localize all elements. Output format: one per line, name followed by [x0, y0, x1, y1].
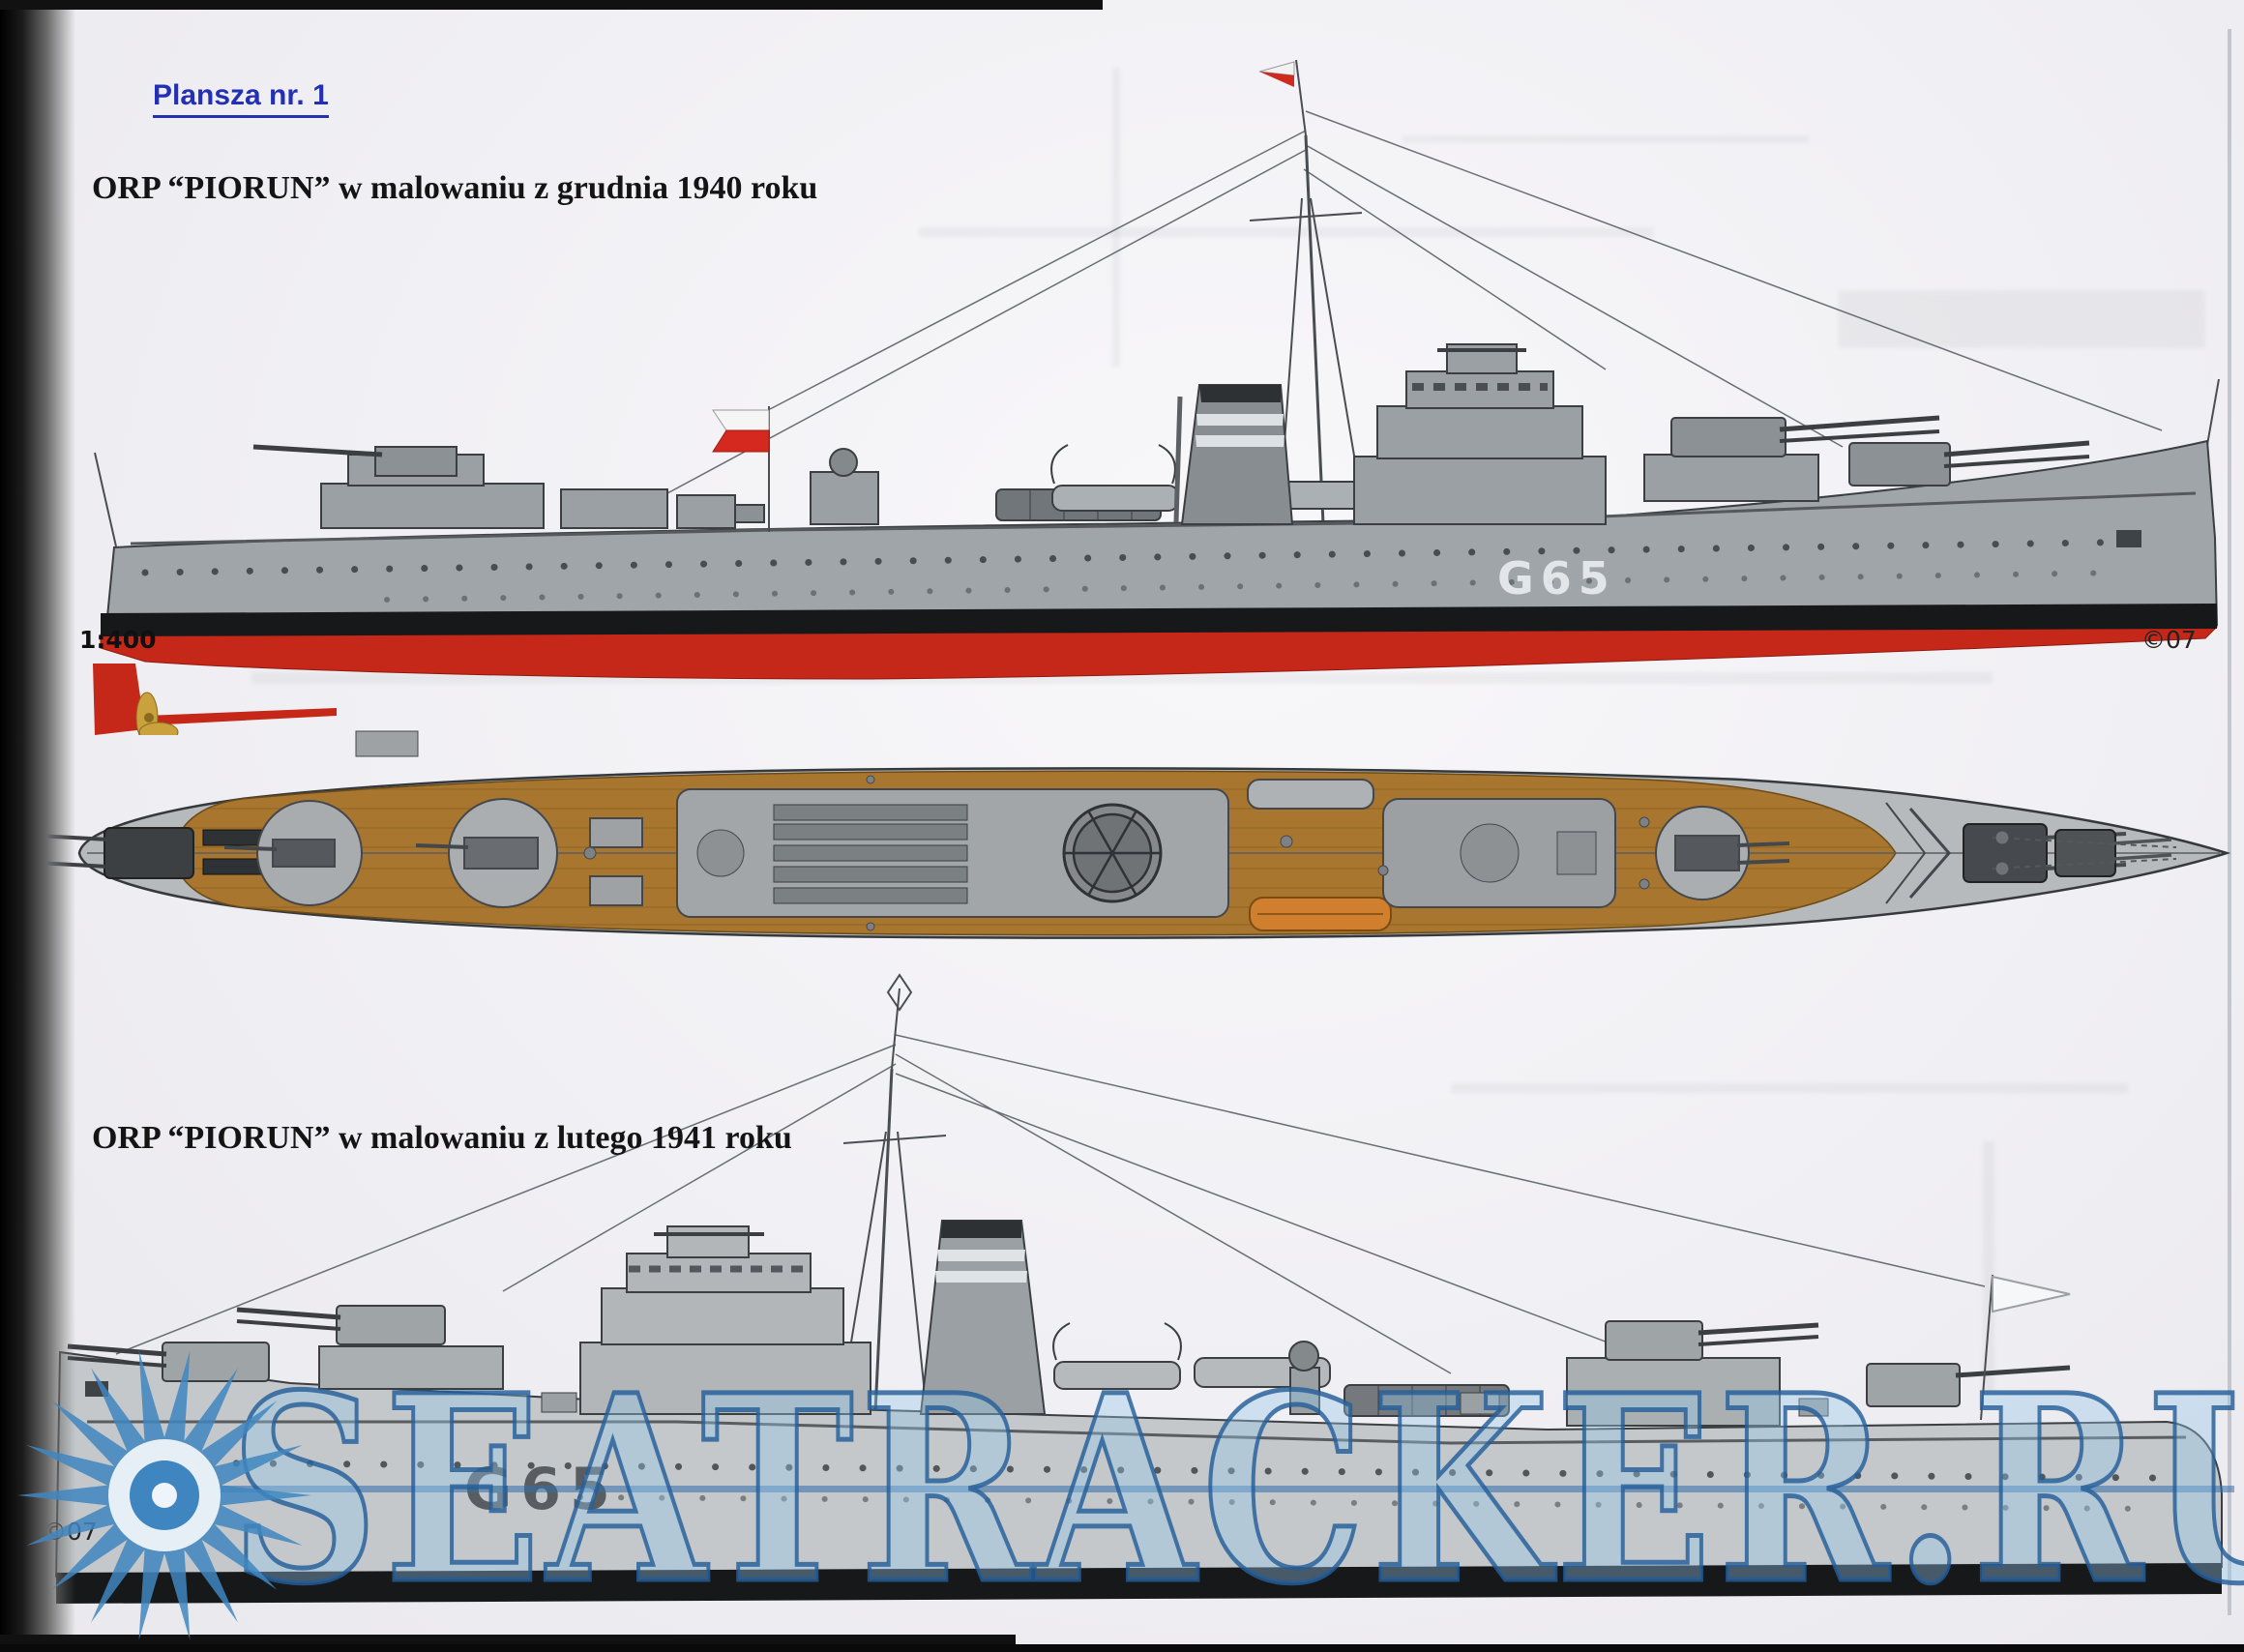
deck-clutter [541, 1392, 1829, 1417]
bridge-plan [1382, 798, 1616, 908]
porthole-row [141, 538, 2161, 576]
searchlight-platform [810, 448, 879, 525]
ship-profile-1940-drawing: G65 1:400 ©07 [79, 59, 2220, 735]
anchor-chain [1992, 858, 2177, 870]
bow-jackstaff [2206, 378, 2220, 446]
bleedthrough-ghost [1838, 290, 2205, 348]
stern-flagstaff [94, 452, 117, 547]
polish-ensign-flag [712, 406, 770, 532]
rudder [93, 664, 145, 735]
bleedthrough-ghost [1402, 135, 1809, 143]
bleedthrough-ghost [1983, 1141, 1994, 1393]
heading-1940-scheme: ORP “PIORUN” w malowaniu z grudnia 1940 … [92, 170, 818, 206]
forward-gun-mounts [67, 1305, 504, 1390]
bridge [579, 1225, 871, 1415]
bleedthrough-ghost [1451, 1083, 2128, 1093]
scan-edge-top [0, 0, 1103, 10]
propeller [135, 692, 179, 735]
scale-label: 1:400 [79, 626, 157, 654]
boot-stripe [101, 604, 2217, 636]
plate-label: Plansza nr. 1 [153, 79, 329, 118]
book-binding-shadow [0, 0, 75, 1644]
capstan [1994, 861, 2010, 876]
deck-vents [583, 775, 1650, 931]
heading-1941-scheme: ORP “PIORUN” w malowaniu z lutego 1941 r… [92, 1120, 792, 1156]
masthead-diamond [886, 973, 913, 1012]
hull-number-1940: G65 [1497, 552, 1616, 605]
hull [93, 439, 2219, 735]
gray-boat [1247, 779, 1374, 810]
searchlight-platform [1288, 1341, 1320, 1415]
aft-gun-platforms [223, 798, 643, 908]
watermark-line [145, 1486, 2234, 1492]
bleedthrough-ghost [919, 227, 1654, 237]
liferaft [355, 730, 419, 757]
forward-gun-platform [1655, 806, 1790, 900]
ship-profile-1941-drawing: G65 ©07 [43, 973, 2223, 1604]
bridge [1353, 343, 1607, 525]
underbody-red [100, 626, 2219, 680]
rigging [115, 1034, 1986, 1394]
aft-superstructure [252, 444, 765, 529]
funnel [919, 1220, 1047, 1415]
funnel-top [1062, 803, 1163, 903]
page-edge [2228, 29, 2231, 1615]
bleedthrough-ghost [1112, 68, 1120, 368]
skylight-grid [773, 804, 968, 904]
watermark-text: SEATRACKER.RU [228, 1340, 2244, 1640]
prop-shaft [145, 708, 337, 725]
bow-details [1885, 802, 2177, 904]
rigging [666, 110, 2163, 494]
starburst-logo [17, 1350, 311, 1640]
funnel [1173, 384, 1294, 525]
anchor [2116, 530, 2141, 547]
aft-gun-mounts [1566, 1320, 2071, 1427]
stern-flag [1980, 1274, 2071, 1421]
ship-plan-view-drawing [36, 730, 2231, 939]
degaussing-cable [130, 491, 2197, 546]
masthead-pennant [1258, 61, 1295, 87]
bow-turret [2054, 829, 2116, 877]
anchor-chain [1992, 837, 2177, 848]
logo-center [152, 1483, 177, 1508]
degaussing-cable [87, 1420, 2187, 1445]
boot-stripe [56, 1563, 2222, 1604]
capstan [1994, 830, 2010, 845]
porthole-row [122, 1459, 2161, 1482]
forward-gun-mounts [1643, 415, 2090, 502]
artist-mark-1940: ©07 [2141, 626, 2197, 654]
midship-superstructure [676, 788, 1229, 918]
scan-edge-bottom [0, 1635, 1016, 1644]
